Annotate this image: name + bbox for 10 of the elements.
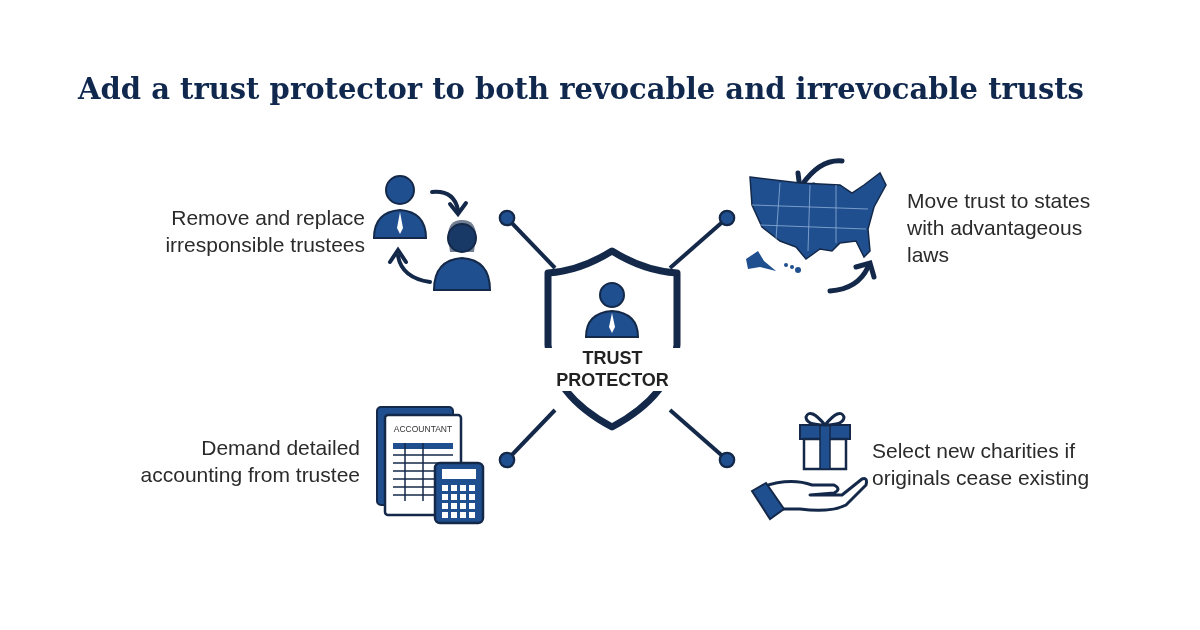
node-label: Select new charities if originals cease existing bbox=[872, 438, 1091, 491]
connector-line bbox=[498, 209, 557, 270]
node-label: Demand detailed accounting from trustee bbox=[139, 435, 360, 488]
title: Add a trust protector to both revocable and irrevocable trusts bbox=[78, 72, 1084, 106]
connector-line bbox=[498, 408, 557, 469]
connector-line bbox=[668, 408, 736, 469]
connector-line bbox=[668, 209, 736, 270]
node-label: Move trust to states with advantageous laws bbox=[907, 188, 1092, 268]
node-label: Remove and replace irresponsible trustees bbox=[164, 205, 365, 258]
document-heading: ACCOUNTANT bbox=[393, 424, 453, 434]
